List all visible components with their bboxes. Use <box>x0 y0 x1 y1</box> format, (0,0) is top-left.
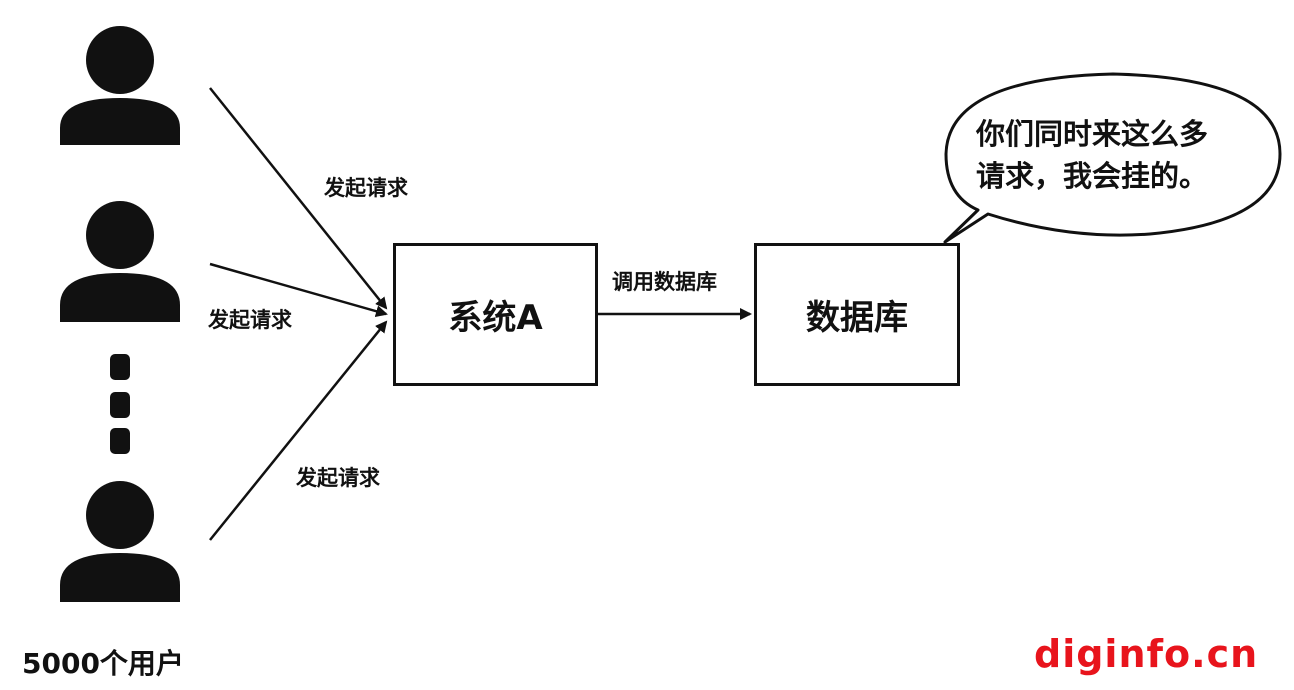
watermark-text: diginfo.cn <box>1034 632 1259 676</box>
person-icon-bottom <box>60 481 180 602</box>
request-label-top: 发起请求 <box>324 176 408 200</box>
system-a-box: 系统A <box>393 243 598 386</box>
request-arrow-middle <box>209 262 388 318</box>
speech-line-1: 你们同时来这么多 <box>976 117 1209 151</box>
request-label-bottom: 发起请求 <box>296 466 380 490</box>
database-label: 数据库 <box>806 298 908 338</box>
speech-bubble-text: 你们同时来这么多 请求，我会挂的。 <box>976 113 1276 197</box>
person-icon-top <box>60 26 180 145</box>
users-count-label: 5000个用户 <box>22 647 184 680</box>
database-box: 数据库 <box>754 243 960 386</box>
request-arrow-bottom <box>209 320 388 541</box>
speech-bubble <box>943 72 1282 244</box>
request-arrow-top <box>209 87 388 310</box>
db-call-label: 调用数据库 <box>612 270 717 294</box>
ellipsis-icon <box>110 354 130 454</box>
system-a-label: 系统A <box>448 298 543 338</box>
person-icon-middle <box>60 201 180 322</box>
request-label-middle: 发起请求 <box>208 308 292 332</box>
speech-line-2: 请求，我会挂的。 <box>976 159 1209 193</box>
